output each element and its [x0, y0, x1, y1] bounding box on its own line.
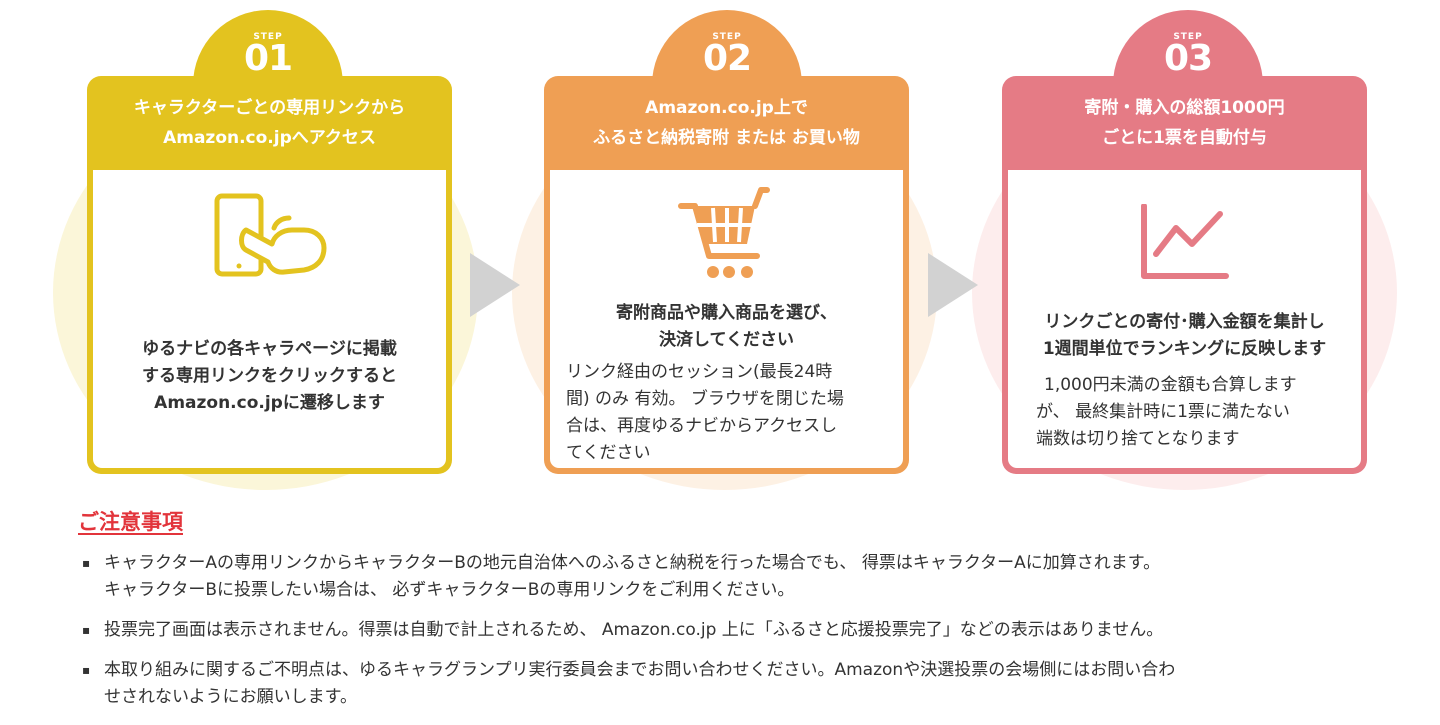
- step-3-note-line: が、 最終集計時に1票に満たない: [1036, 402, 1290, 422]
- note-line: キャラクターAの専用リンクからキャラクターBの地元自治体へのふるさと納税を行った…: [104, 553, 1161, 573]
- line-chart-icon: [1140, 204, 1229, 279]
- step-2-body: 寄附商品や購入商品を選び、 決済してください リンク経由のセッション(最長24時…: [550, 170, 903, 468]
- step-3-body: リンクごとの寄付･購入金額を集計し 1週間単位でランキングに反映します 1,00…: [1008, 170, 1361, 468]
- step-3-card: 寄附・購入の総額1000円 ごとに1票を自動付与 リンクごとの寄付･購入金額を集…: [1002, 76, 1367, 474]
- notes-title: ご注意事項: [78, 510, 183, 534]
- step-number: 01: [243, 38, 293, 79]
- note-line: 投票完了画面は表示されません。得票は自動で計上されるため、 Amazon.co.…: [104, 620, 1164, 640]
- step-3-note-line: 端数は切り捨てとなります: [1036, 429, 1240, 449]
- list-item: キャラクターAの専用リンクからキャラクターBの地元自治体へのふるさと納税を行った…: [82, 550, 1402, 604]
- step-2-card: Amazon.co.jp上で ふるさと納税寄附 または お買い物 寄附商品や購入…: [544, 76, 909, 474]
- arrow-right-icon: [470, 253, 520, 317]
- step-2-description: 寄附商品や購入商品を選び、 決済してください: [550, 300, 903, 354]
- note-line: 本取り組みに関するご不明点は、ゆるキャラグランプリ実行委員会までお問い合わせくだ…: [104, 660, 1176, 680]
- step-3-title-line2: ごとに1票を自動付与: [1102, 128, 1267, 148]
- step-number: 03: [1163, 38, 1213, 79]
- phone-tap-icon: [214, 193, 326, 277]
- step-2-note-line: 合は、再度ゆるナビからアクセスし: [566, 416, 838, 436]
- step-3-title: 寄附・購入の総額1000円 ごとに1票を自動付与: [1002, 76, 1367, 170]
- step-2-note: リンク経由のセッション(最長24時 間) のみ 有効。 ブラウザを閉じた場 合は…: [566, 359, 844, 467]
- step-1-description-line: Amazon.co.jpに遷移します: [154, 393, 385, 413]
- shopping-cart-icon: [677, 187, 770, 278]
- step-1-title-line2: Amazon.co.jpへアクセス: [163, 128, 376, 148]
- step-3-title-line1: 寄附・購入の総額1000円: [1084, 98, 1285, 118]
- step-1-title-line1: キャラクターごとの専用リンクから: [133, 98, 406, 118]
- step-label: STEP: [1173, 32, 1203, 42]
- step-label: STEP: [253, 32, 283, 42]
- step-1-description: ゆるナビの各キャラページに掲載 する専用リンクをクリックすると Amazon.c…: [93, 336, 446, 417]
- step-1-description-line: ゆるナビの各キャラページに掲載: [142, 339, 397, 359]
- step-2-note-line: てください: [566, 443, 651, 463]
- note-line: せされないようにお願いします。: [104, 687, 357, 707]
- step-label: STEP: [712, 32, 742, 42]
- list-item: 本取り組みに関するご不明点は、ゆるキャラグランプリ実行委員会までお問い合わせくだ…: [82, 657, 1402, 711]
- step-2-title-line2: ふるさと納税寄附 または お買い物: [593, 128, 860, 148]
- step-1-title: キャラクターごとの専用リンクから Amazon.co.jpへアクセス: [87, 76, 452, 170]
- step-1-description-line: する専用リンクをクリックすると: [142, 366, 397, 386]
- step-2-description-line: 寄附商品や購入商品を選び、: [616, 303, 837, 323]
- step-3-note-line: 1,000円未満の金額も合算します: [1044, 375, 1297, 395]
- step-2-note-line: 間) のみ 有効。 ブラウザを閉じた場: [566, 389, 844, 409]
- step-3-note: 1,000円未満の金額も合算します が、 最終集計時に1票に満たない 端数は切り…: [1036, 372, 1297, 453]
- step-1-card: キャラクターごとの専用リンクから Amazon.co.jpへアクセス ゆるナビの…: [87, 76, 452, 474]
- note-line: キャラクターBに投票したい場合は、 必ずキャラクターBの専用リンクをご利用くださ…: [104, 580, 795, 600]
- step-number: 02: [702, 38, 752, 79]
- notes-list: キャラクターAの専用リンクからキャラクターBの地元自治体へのふるさと納税を行った…: [82, 550, 1402, 724]
- step-3-description-line: リンクごとの寄付･購入金額を集計し: [1044, 312, 1325, 332]
- step-1-body: ゆるナビの各キャラページに掲載 する専用リンクをクリックすると Amazon.c…: [93, 170, 446, 468]
- step-3-description-line: 1週間単位でランキングに反映します: [1042, 339, 1327, 359]
- step-2-description-line: 決済してください: [659, 330, 794, 350]
- step-3-description: リンクごとの寄付･購入金額を集計し 1週間単位でランキングに反映します: [1008, 309, 1361, 363]
- list-item: 投票完了画面は表示されません。得票は自動で計上されるため、 Amazon.co.…: [82, 617, 1402, 644]
- step-2-title: Amazon.co.jp上で ふるさと納税寄附 または お買い物: [544, 76, 909, 170]
- step-2-note-line: リンク経由のセッション(最長24時: [566, 362, 833, 382]
- step-2-title-line1: Amazon.co.jp上で: [645, 98, 808, 118]
- arrow-right-icon: [928, 253, 978, 317]
